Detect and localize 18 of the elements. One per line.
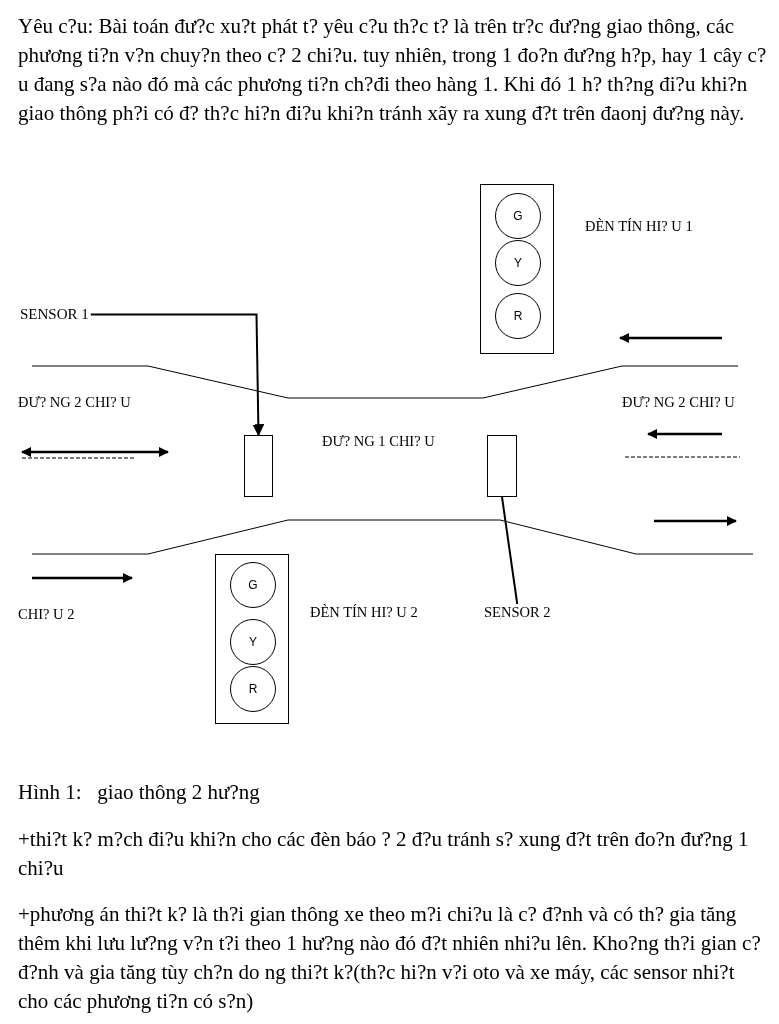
sensor-line [501,496,519,605]
paragraph: +phương án thi?t k? là th?i gian thông xe theo m?i chi?u là c? đ?nh và có th? gia tăng thêm khi lưu lư?ng v?n t?i theo 1 hư?ng nào đó đ?t nhiên nhi?u lên. Kho?ng th?i gian c? đ?nh và gia tăng tùy ch?n do ng thi?t k?(th?c hi?n v?i oto và xe máy, các sensor nhi?t cho các phương ti?n có s?n) [18,901,762,1015]
sensor-box [487,435,517,497]
signal-label: ĐÈN TÍN HI? U 1 [585,218,693,235]
signal-label: ĐÈN TÍN HI? U 2 [310,604,418,621]
arrow [89,313,265,437]
sensor-label: SENSOR 1 [20,306,89,323]
traffic-light [215,554,289,724]
road-label: ĐƯ? NG 1 CHI? U [322,433,435,450]
sensor-label: SENSOR 2 [484,604,551,621]
traffic-light [480,184,554,354]
road-label: ĐƯ? NG 2 CHI? U [18,394,131,411]
figure-caption: Hình 1: giao thông 2 hư?ng [18,779,260,806]
paragraph: +thi?t k? m?ch đi?u khi?n cho các đèn báo ? 2 đ?u tránh s? xung đ?t trên đo?n đư?ng 1 chi?u [18,826,750,882]
paragraph: Yêu c?u: Bài toán đư?c xu?t phát t? yêu c?u th?c t? là trên tr?c đư?ng giao thông, các phương ti?n v?n chuy?n theo c? 2 chi?u. tuy nhiên, trong 1 đo?n đư?ng h?p, hay 1 cây c?u đang s?a nào đó mà các phương ti?n ch?đi theo hàng 1. Khi đó 1 h? th?ng đi?u khi?n giao thông ph?i có đ? th?c hi?n đi?u khi?n tránh xãy ra xung đ?t trên đaonj đư?ng này. [18,13,768,127]
road-label: CHI? U 2 [18,606,75,623]
sensor-box [244,435,273,497]
road-label: ĐƯ? NG 2 CHI? U [622,394,735,411]
